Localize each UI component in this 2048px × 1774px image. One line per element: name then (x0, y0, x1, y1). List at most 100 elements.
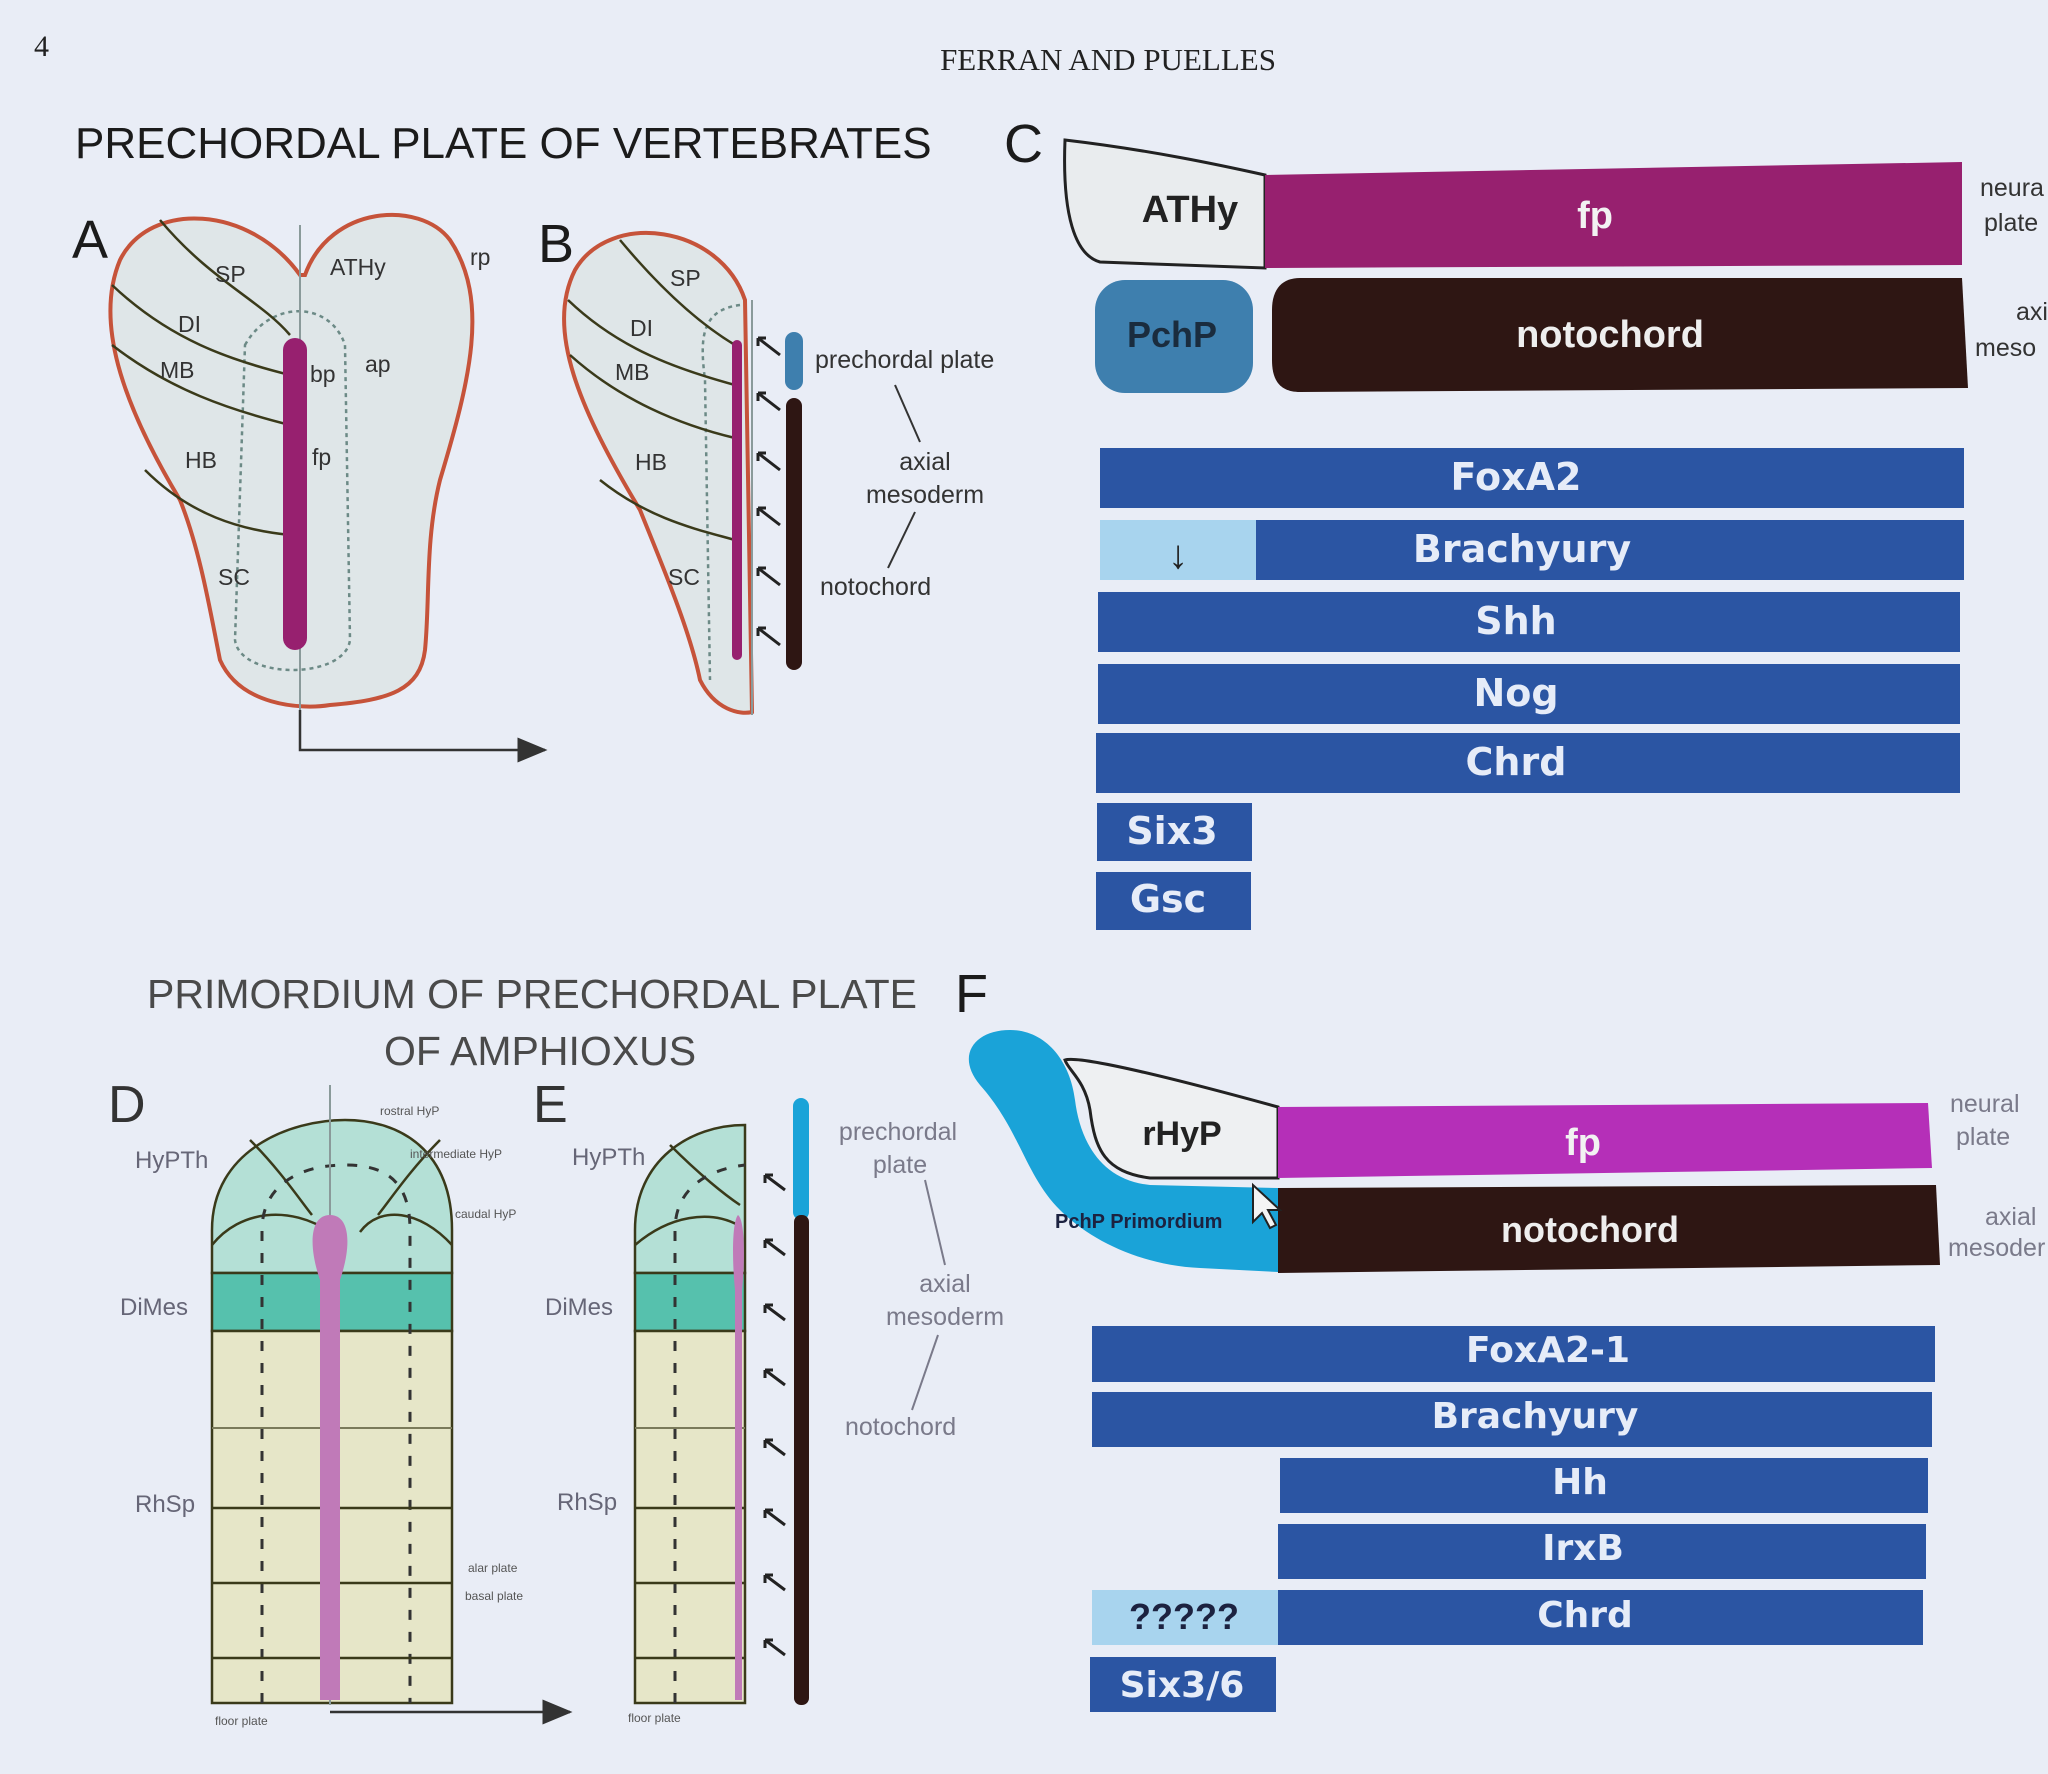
panel-b-neural-border (701, 303, 741, 681)
gene-bar-chrd (1096, 733, 1960, 793)
f-notochord-region (1278, 1185, 1940, 1273)
gene-bar-unknown (1092, 1590, 1278, 1645)
gene-bar-hh (1280, 1458, 1928, 1513)
pchp-block (1095, 280, 1253, 393)
panel-e-floor-plate (733, 1215, 744, 1700)
label-sp: SP (215, 261, 246, 287)
panel-b-floor-plate (732, 340, 742, 660)
f-notochord-label: notochord (1501, 1209, 1679, 1250)
label-fp: fp (312, 444, 331, 470)
label-e-rhsp: RhSp (557, 1489, 617, 1516)
bottom-title-line1: PRIMORDIUM OF PRECHORDAL PLATE (147, 971, 917, 1017)
label-d-dimes: DiMes (120, 1294, 188, 1321)
gene-label-unknown: ????? (1129, 1596, 1239, 1637)
athy-region (1063, 138, 1267, 270)
label-e-prechordal-2: plate (873, 1151, 927, 1179)
notochord-block (1272, 278, 1968, 392)
page-number: 4 (34, 30, 49, 63)
gene-bar-foxa2-1 (1092, 1326, 1935, 1382)
panel-e-notochord (794, 1215, 809, 1705)
gene-label-foxa2-1: FoxA2-1 (1466, 1330, 1630, 1371)
gene-bar-f-chrd (1278, 1590, 1923, 1645)
panel-c-letter: C (1004, 114, 1043, 174)
label-rostral-hyp: rostral HyP (380, 1104, 439, 1118)
gene-label-hh: Hh (1552, 1462, 1608, 1503)
leader-e-2 (911, 1334, 939, 1411)
panel-b-outline (562, 230, 755, 715)
leader-1 (894, 384, 921, 443)
gene-label-shh: Shh (1475, 599, 1556, 643)
panel-b-boundary-3 (569, 354, 736, 440)
label-sc: SC (218, 564, 250, 590)
label-mesoderm: mesoderm (866, 481, 984, 509)
label-di: DI (178, 311, 201, 337)
side-neural-2: plate (1984, 209, 2038, 237)
gene-bar-brachyury-repressed (1100, 520, 1256, 580)
panel-e-hypth-region (633, 1123, 747, 1275)
panel-e-hyp-boundary-1 (669, 1144, 741, 1207)
panel-d-neural-border (260, 1163, 412, 1703)
panel-d-letter: D (108, 1076, 146, 1134)
rhyp-region (1063, 1057, 1280, 1180)
gene-label-gsc: Gsc (1130, 877, 1206, 921)
side-neural-1: neura (1980, 174, 2044, 202)
f-side-neural-1: neural (1950, 1090, 2020, 1118)
label-e-prechordal-1: prechordal (839, 1118, 957, 1146)
gene-label-brachyury: Brachyury (1413, 527, 1631, 571)
panel-b-notochord (786, 398, 802, 670)
label-e-dimes: DiMes (545, 1294, 613, 1321)
top-title: PRECHORDAL PLATE OF VERTEBRATES (75, 119, 932, 168)
panel-d-hyp-boundary-4 (358, 1213, 453, 1246)
gene-label-chrd: Chrd (1466, 740, 1567, 784)
gene-bar-f-brachyury (1092, 1392, 1932, 1447)
label-d-rhsp: RhSp (135, 1491, 195, 1518)
panel-e-prechordal-plate (793, 1098, 809, 1220)
label-e-hypth: HyPTh (572, 1144, 645, 1171)
bottom-title-line2: OF AMPHIOXUS (384, 1028, 696, 1074)
pchp-label: PchP (1127, 314, 1217, 355)
gene-bar-nog (1098, 664, 1960, 724)
gene-label-f-brachyury: Brachyury (1432, 1396, 1639, 1437)
panel-e-hyp-boundary-2 (634, 1215, 739, 1246)
panel-b-boundary-1 (619, 239, 736, 347)
gene-bar-brachyury (1256, 520, 1964, 580)
panel-d-hyp-boundary-1 (249, 1139, 313, 1216)
panel-e-induction-arrows (763, 1173, 786, 1657)
panel-f: F rHyP fp PchP Primordium notochord neur… (955, 964, 2045, 1712)
f-fp-region (1278, 1103, 1932, 1178)
label-e-notochord: notochord (845, 1413, 956, 1441)
rhyp-label: rHyP (1142, 1115, 1221, 1153)
panel-e: E HyPTh DiMes RhSp floor plate prechorda… (533, 1076, 1004, 1725)
label-notochord: notochord (820, 573, 931, 601)
gene-bar-six3-6 (1090, 1657, 1276, 1712)
leader-e-1 (924, 1179, 946, 1266)
label-b-mb: MB (615, 359, 650, 385)
panel-a-floor-plate (283, 338, 307, 650)
label-intermediate-hyp: intermediate HyP (410, 1147, 502, 1161)
label-hb: HB (185, 447, 217, 473)
label-axial: axial (899, 448, 950, 476)
label-ap: ap (365, 351, 391, 377)
label-bp: bp (310, 361, 336, 387)
label-e-axial-2: mesoderm (886, 1303, 1004, 1331)
f-fp-label: fp (1565, 1122, 1601, 1164)
panel-b-boundary-4 (599, 479, 736, 542)
notochord-label: notochord (1516, 314, 1704, 356)
label-b-hb: HB (635, 449, 667, 475)
panel-e-rhsp-region (633, 1329, 747, 1705)
gene-label-nog: Nog (1473, 671, 1558, 715)
panel-d-floor-plate (312, 1215, 348, 1700)
athy-label: ATHy (1142, 189, 1238, 231)
label-b-sc: SC (668, 564, 700, 590)
panel-d: D HyPTh DiMes RhSp rostral HyP intermedi… (108, 1076, 573, 1728)
panel-a: A SP ATHy rp DI MB bp ap HB fp SC (72, 210, 548, 763)
panel-b-prechordal-plate (785, 332, 803, 390)
fp-label: fp (1577, 195, 1613, 237)
gene-label-six3: Six3 (1126, 809, 1217, 853)
leader-2 (887, 511, 916, 569)
gene-label-foxa2: FoxA2 (1451, 455, 1582, 499)
panel-a-boundary-2 (111, 284, 291, 377)
gene-bar-foxa2 (1100, 448, 1964, 508)
panel-a-boundary-4 (144, 469, 291, 537)
f-side-axial-1: axial (1985, 1203, 2036, 1231)
